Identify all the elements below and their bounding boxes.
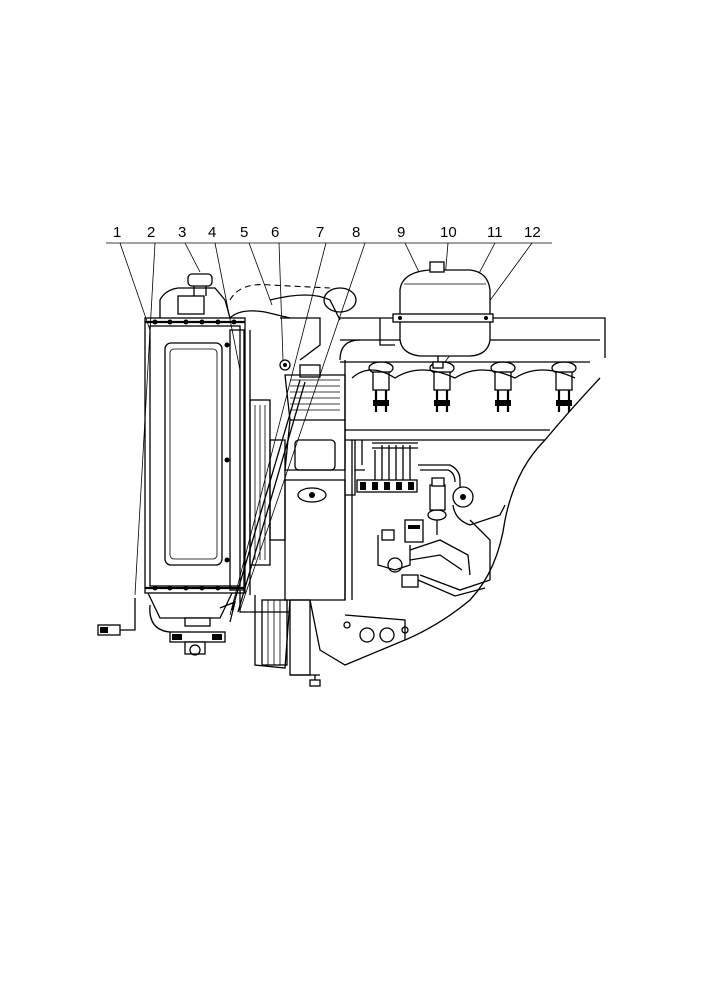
injectors xyxy=(351,361,577,412)
fuel-lines xyxy=(345,440,461,496)
injector-4 xyxy=(551,361,577,412)
callout-11: 11 xyxy=(487,224,503,241)
callout-5: 5 xyxy=(240,224,248,241)
callout-7: 7 xyxy=(316,224,324,241)
callout-2: 2 xyxy=(147,224,155,241)
drive-belt xyxy=(231,379,306,613)
callout-4: 4 xyxy=(208,224,216,241)
fuel-pump-assembly xyxy=(377,477,506,597)
callout-10: 10 xyxy=(440,224,457,241)
expansion-tank xyxy=(392,261,494,369)
engine-block xyxy=(309,317,606,687)
injector-1 xyxy=(368,361,394,412)
callout-6: 6 xyxy=(271,224,279,241)
upper-hose xyxy=(229,284,357,371)
callout-labels: 1 2 3 4 5 6 7 8 9 10 11 12 xyxy=(113,224,541,241)
injector-3 xyxy=(490,361,516,412)
callout-9: 9 xyxy=(397,224,405,241)
callout-3: 3 xyxy=(178,224,186,241)
injector-2 xyxy=(429,361,455,412)
radiator xyxy=(97,273,251,656)
fan-assembly xyxy=(249,399,286,566)
callout-1: 1 xyxy=(113,224,121,241)
callout-8: 8 xyxy=(352,224,360,241)
callout-12: 12 xyxy=(524,224,541,241)
crank-pulley xyxy=(219,590,320,676)
